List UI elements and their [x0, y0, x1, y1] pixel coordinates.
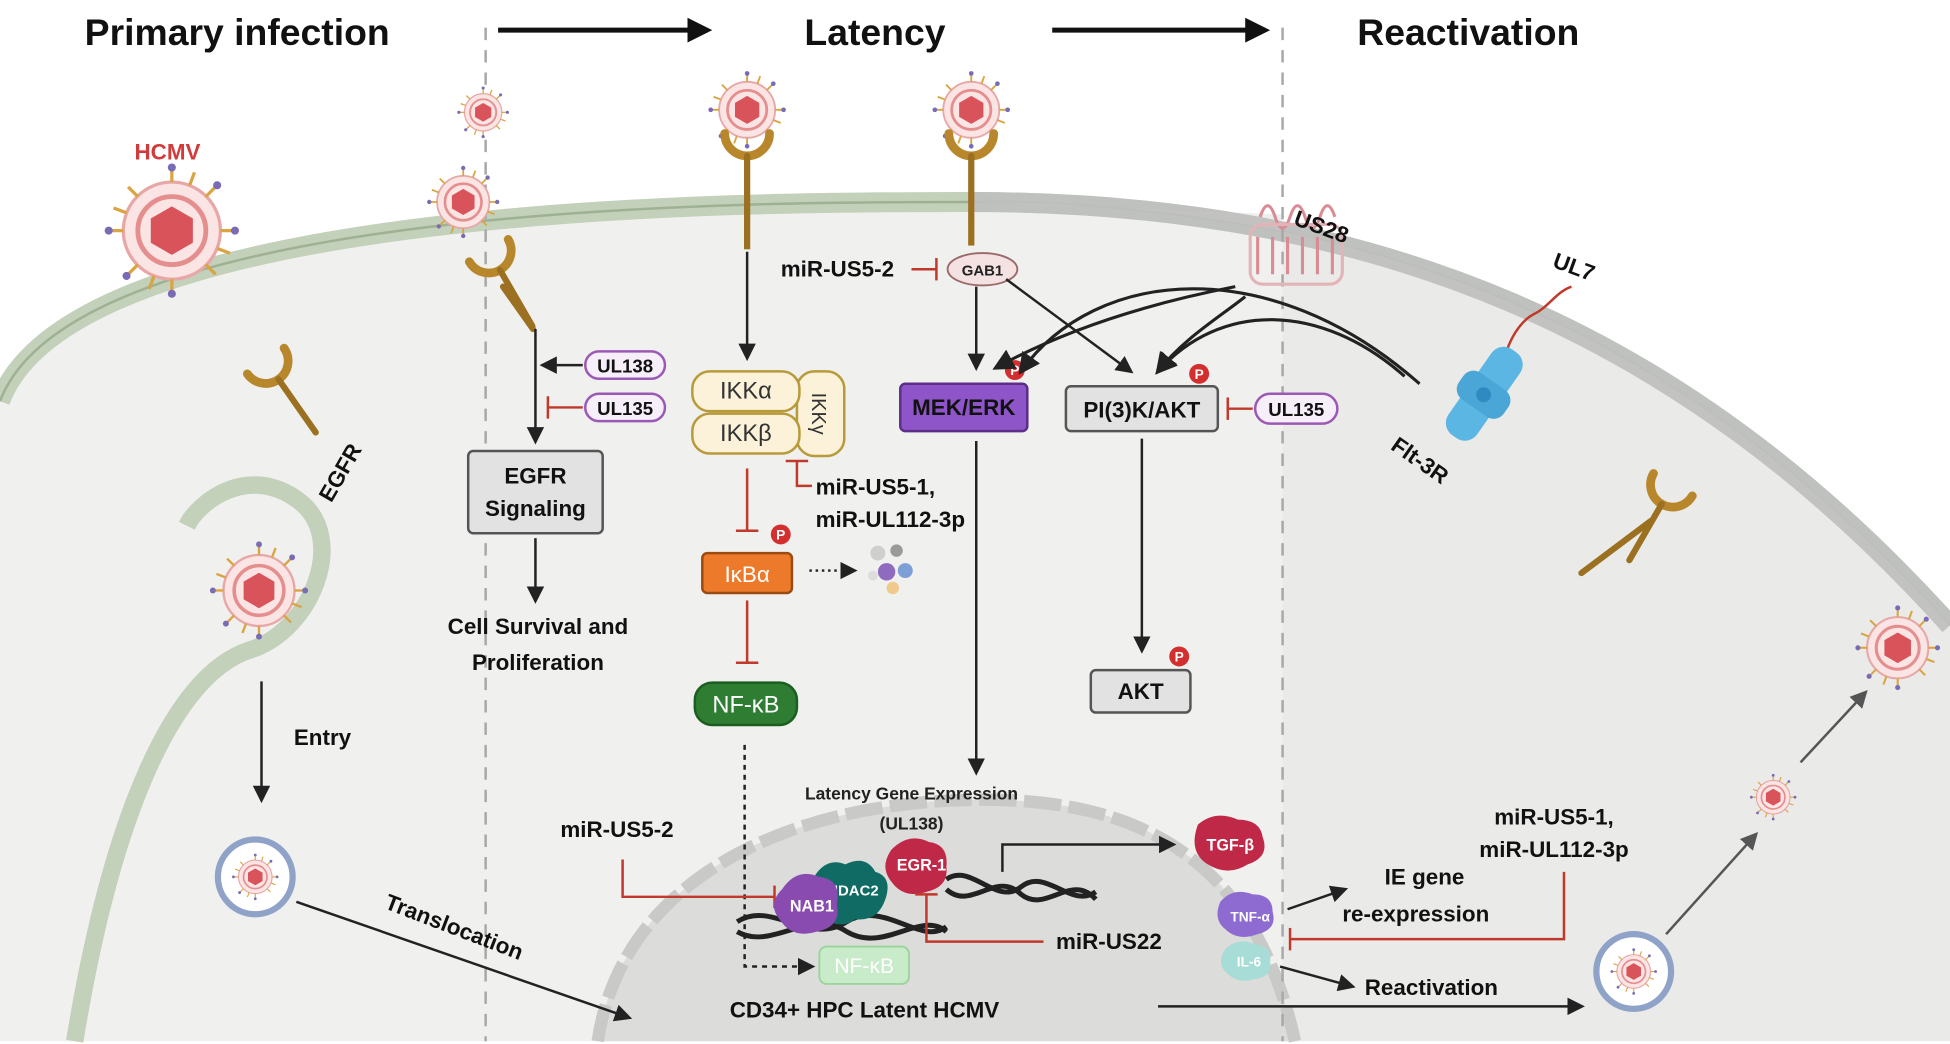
ikk-to-ikba-inhibition — [735, 468, 759, 532]
svg-text:HDAC2: HDAC2 — [827, 883, 878, 900]
ul135-badge-pi3k: UL135 — [1253, 392, 1339, 425]
tnfa-to-ie-arrow — [1287, 885, 1349, 911]
translocation-arrow — [295, 900, 633, 1022]
akt-box: AKT — [1089, 668, 1192, 714]
svg-text:NF-κB: NF-κB — [834, 955, 894, 978]
svg-text:AKT: AKT — [1118, 679, 1164, 704]
svg-text:IκBα: IκBα — [724, 562, 769, 587]
endosome — [214, 836, 296, 918]
phospho-akt: P — [1169, 646, 1190, 667]
dna-helix-left-2 — [735, 921, 949, 941]
mek-virion-icon — [931, 69, 1012, 150]
proliferation-label: Proliferation — [472, 650, 604, 675]
re-expression-label: re-expression — [1342, 902, 1489, 927]
virus-label: HCMV — [134, 140, 200, 165]
svg-text:GAB1: GAB1 — [962, 262, 1004, 279]
mir-us5-1-react-label: miR-US5-1, — [1494, 805, 1614, 830]
cd34-hpc-latent-label: CD34+ HPC Latent HCMV — [730, 998, 1000, 1023]
phospho-pi3k: P — [1189, 363, 1210, 384]
svg-text:P: P — [1175, 649, 1184, 664]
stage-title-latency: Latency — [804, 11, 945, 53]
svg-text:P: P — [1195, 367, 1204, 382]
gab1-badge: GAB1 — [946, 252, 1019, 287]
tgfb-protein: TGF-β — [1194, 815, 1265, 871]
flt3r-to-mek-arrow — [1018, 287, 1421, 385]
ul7-label: UL7 — [1550, 248, 1598, 286]
svg-text:IKKγ: IKKγ — [807, 393, 829, 435]
svg-text:Signaling: Signaling — [485, 496, 586, 521]
pi3k-akt-box: PI(3)K/AKT — [1064, 385, 1220, 433]
endosome-to-membrane-arrow — [1665, 831, 1759, 935]
dna-helix-right-2 — [944, 883, 1098, 903]
flt3r-to-pi3k-arrow — [1155, 318, 1406, 378]
stage-title-reactivation: Reactivation — [1357, 11, 1579, 53]
svg-text:UL135: UL135 — [1268, 399, 1324, 420]
mir-us5-2-label: miR-US5-2 — [781, 257, 894, 282]
nfkb-box: NF-κB — [693, 681, 799, 727]
small-virion-icon — [456, 85, 510, 140]
egr1-protein: EGR-1 — [885, 838, 947, 895]
mek-erk-box: MEK/ERK — [899, 382, 1029, 433]
mir-us22-label: miR-US22 — [1056, 929, 1162, 954]
ikba-to-nfkb-inhibition — [735, 600, 759, 664]
ikba-box: IκBα — [701, 551, 794, 595]
il6-to-reactivation-arrow — [1279, 965, 1356, 992]
mir-ul112-label: miR-UL112-3p — [816, 507, 965, 532]
svg-text:P: P — [1010, 363, 1019, 378]
ul135-inhibition-egfr — [546, 396, 583, 419]
mir-reactivation-inhibition — [1288, 871, 1566, 951]
cell-survival-label: Cell Survival and — [448, 614, 629, 639]
ul138-latency-label: (UL138) — [880, 814, 944, 834]
ikk-complex: IKKγ IKKα IKKβ — [691, 370, 846, 458]
tnfa-protein: TNF-α — [1217, 891, 1274, 937]
mir-us22-inhibition — [915, 893, 1044, 943]
svg-text:P: P — [776, 527, 785, 542]
release-endosome — [1593, 931, 1675, 1012]
mir-ikk-inhibition — [785, 459, 812, 488]
nfkb-translocation-arrow — [743, 744, 816, 976]
svg-text:TGF-β: TGF-β — [1206, 837, 1254, 855]
virion-release-arrow — [1799, 690, 1868, 764]
svg-text:EGFR: EGFR — [504, 463, 566, 488]
ul135-inhibition-pi3k — [1226, 397, 1253, 420]
flt3r-receptor-icon — [1445, 346, 1523, 441]
ul138-badge: UL138 — [584, 350, 667, 381]
svg-text:IKKα: IKKα — [720, 379, 772, 405]
membrane-invagination — [66, 476, 331, 1043]
svg-text:NAB1: NAB1 — [790, 898, 834, 916]
ie-gene-label: IE gene — [1385, 864, 1465, 889]
entry-label: Entry — [294, 725, 352, 750]
phospho-ikba: P — [770, 524, 791, 545]
egfr-signaling-box: EGFR Signaling — [466, 449, 604, 535]
mir-us5-2-nucleus-label: miR-US5-2 — [560, 817, 673, 842]
mir-us5-1-label: miR-US5-1, — [816, 475, 936, 500]
svg-text:IL-6: IL-6 — [1237, 955, 1262, 970]
egfr-pathway-receptor — [469, 239, 551, 337]
nab1-protein: NAB1 — [773, 873, 838, 934]
dna-helix-right — [944, 872, 1098, 899]
latency-gene-expression-label: Latency Gene Expression — [805, 784, 1018, 804]
us28-receptor-icon — [1248, 204, 1344, 286]
svg-text:EGR-1: EGR-1 — [897, 857, 946, 875]
stage-title-primary: Primary infection — [85, 11, 390, 53]
il6-protein: IL-6 — [1220, 941, 1271, 981]
svg-text:UL138: UL138 — [597, 356, 653, 377]
reactivation-receptor — [1578, 473, 1692, 577]
ul135-badge-egfr: UL135 — [584, 392, 667, 423]
ikk-virion-icon — [706, 69, 788, 150]
svg-text:NF-κB: NF-κB — [712, 693, 779, 719]
svg-text:TNF-α: TNF-α — [1230, 910, 1270, 925]
svg-text:PI(3)K/AKT: PI(3)K/AKT — [1083, 397, 1200, 422]
mir-ul112-react-label: miR-UL112-3p — [1479, 837, 1628, 862]
proteasome-fragments-icon — [867, 544, 913, 595]
svg-text:MEK/ERK: MEK/ERK — [912, 395, 1015, 420]
svg-text:UL135: UL135 — [597, 398, 653, 419]
svg-text:IKKβ: IKKβ — [720, 421, 772, 447]
mir-gab1-inhibition — [911, 258, 938, 281]
nucleus-nfkb-box: NF-κB — [818, 945, 910, 985]
dna-to-tgfb-arrow — [1001, 835, 1177, 872]
reactivation-label: Reactivation — [1365, 975, 1498, 1000]
